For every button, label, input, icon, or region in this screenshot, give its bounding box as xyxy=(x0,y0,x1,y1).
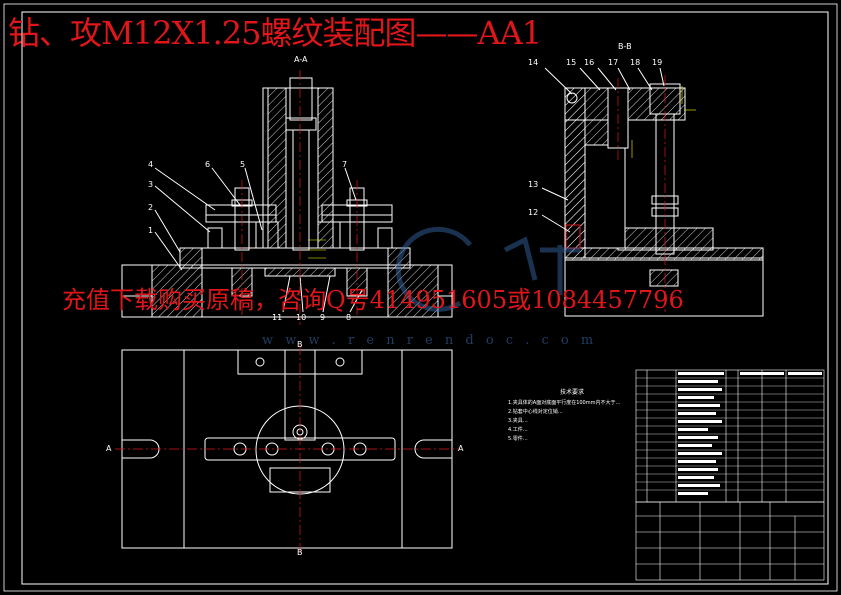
part-number: 9 xyxy=(320,313,326,322)
watermark-url: w w w . r e n r e n d o c . c o m xyxy=(262,333,598,348)
title-block xyxy=(635,501,825,581)
dims-bb xyxy=(631,86,696,158)
part-number: 13 xyxy=(528,180,539,189)
part-number: 11 xyxy=(272,313,283,322)
center-lines-aa xyxy=(241,70,358,325)
section-marker-a-left: A xyxy=(106,444,112,453)
technical-requirement-line: 4.工件… xyxy=(508,427,528,433)
part-number: 8 xyxy=(346,313,352,322)
part-number: 16 xyxy=(584,58,595,67)
parts-list-rows xyxy=(636,377,824,491)
section-marker-b-bottom: B xyxy=(297,548,303,557)
part-number: 14 xyxy=(528,58,539,67)
technical-requirement-line: 1.夹具体的A面对底面平行度在100mm内不大于… xyxy=(508,400,621,406)
technical-requirement-line: 2.钻套中心线对定位销… xyxy=(508,409,563,415)
center-lines-bb xyxy=(617,75,666,312)
part-number: 2 xyxy=(148,203,154,212)
technical-requirements: 技术要求 1.夹具体的A面对底面平行度在100mm内不大于… 2.钻套中心线对定… xyxy=(508,388,636,444)
part-number: 1 xyxy=(148,226,154,235)
part-number: 5 xyxy=(240,160,246,169)
part-number: 7 xyxy=(342,160,348,169)
part-number: 10 xyxy=(296,313,307,322)
part-number: 17 xyxy=(608,58,619,67)
technical-requirement-line: 5.零件… xyxy=(508,436,528,442)
watermark-logo xyxy=(395,226,580,312)
part-number: 19 xyxy=(652,58,663,67)
part-number: 6 xyxy=(205,160,211,169)
part-number: 3 xyxy=(148,180,154,189)
section-label-bb: B-B xyxy=(618,42,632,51)
part-number: 18 xyxy=(630,58,641,67)
promo-banner: 充值下载购买原稿，咨询Q号414951605或1084457796 xyxy=(62,286,684,314)
section-marker-b-top: B xyxy=(297,340,303,349)
inner-frame xyxy=(21,11,829,585)
part-number: 4 xyxy=(148,160,154,169)
technical-requirements-title: 技术要求 xyxy=(559,389,584,396)
center-lines-plan xyxy=(115,345,460,555)
part-number: 15 xyxy=(566,58,577,67)
drawing-title: 钻、攻M12X1.25螺纹装配图——AA1 xyxy=(8,14,542,52)
section-label-aa: A-A xyxy=(294,55,308,64)
section-marker-a-right: A xyxy=(458,444,464,453)
outer-frame xyxy=(3,3,838,592)
parts-list-text xyxy=(678,372,822,495)
technical-requirement-line: 3.夹具… xyxy=(508,418,528,424)
part-number: 12 xyxy=(528,208,539,217)
dims-aa xyxy=(308,239,326,259)
parts-list xyxy=(635,369,825,503)
view-bb xyxy=(541,67,764,317)
